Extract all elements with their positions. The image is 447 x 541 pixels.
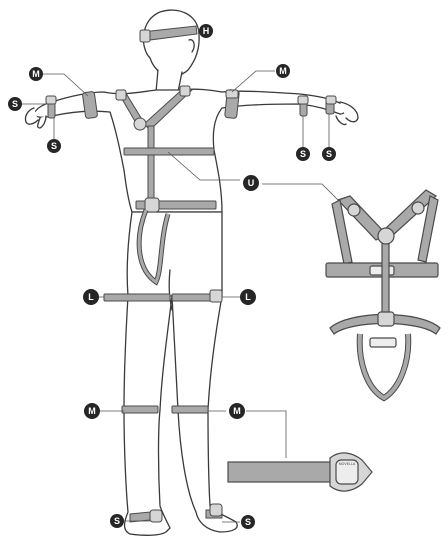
upper-arm-right-sensor: [225, 89, 239, 99]
head-sensor: [139, 29, 151, 43]
badge-wrist-left-a: S: [8, 97, 22, 111]
pelvis-sensor: [144, 197, 160, 213]
harness-detail-waist-loop: [329, 313, 441, 335]
badge-upper-arm-right: M: [276, 64, 290, 78]
badge-shin-right: M: [229, 403, 245, 419]
leader-torso-harness-detail: [262, 183, 339, 201]
right-hand-outline: [335, 101, 359, 126]
wrist-right-sensor: [297, 95, 309, 105]
hand-right-sensor: [325, 95, 337, 105]
back-sensor: [133, 117, 147, 131]
badge-shin-left: M: [84, 403, 100, 419]
svg-text:H: H: [203, 26, 210, 36]
svg-text:U: U: [248, 178, 255, 188]
badge-foot-right: S: [241, 515, 255, 529]
foot-right-sensor: [209, 503, 223, 517]
thigh-right-sensor: [209, 289, 223, 303]
harness-detail-center-sensor: [377, 227, 395, 245]
foot-left-sensor: [149, 509, 163, 523]
svg-text:S: S: [245, 517, 251, 527]
harness-detail-leg-loops-inner: [357, 333, 411, 401]
svg-text:S: S: [300, 149, 306, 159]
badge-foot-left: S: [110, 514, 124, 528]
svg-text:S: S: [326, 149, 332, 159]
wrist-left-sensor: [45, 95, 57, 105]
foot-left-strap: [129, 511, 151, 523]
strap-detail-band: [227, 461, 333, 483]
leader-torso-harness: [167, 151, 240, 181]
head-outline: [142, 9, 200, 77]
spine-strap: [147, 125, 155, 203]
chest-strap: [123, 147, 215, 156]
badge-thigh-left: L: [83, 289, 99, 305]
svg-text:S: S: [114, 516, 120, 526]
badge-torso-harness: U: [243, 175, 259, 191]
svg-text:M: M: [32, 69, 40, 79]
crotch-loop-inner: [137, 209, 170, 285]
shin-right-strap: [171, 405, 209, 414]
harness-detail-lower-buckle: [369, 337, 397, 348]
thigh-left-strap: [103, 293, 171, 302]
svg-text:M: M: [279, 66, 287, 76]
leader-lines: [22, 30, 339, 523]
badge-thigh-right: L: [240, 289, 256, 305]
svg-text:L: L: [245, 292, 251, 302]
badge-wrist-right-a: S: [296, 147, 310, 161]
badges: H M M S S S S U: [8, 24, 336, 529]
shoulder-sensor-left: [115, 89, 127, 101]
ear-outline: [188, 39, 195, 53]
body-straps: [45, 25, 337, 523]
badge-upper-arm-left: M: [29, 67, 43, 81]
svg-text:S: S: [51, 141, 57, 151]
svg-text:L: L: [88, 292, 94, 302]
upper-arm-left-strap: [82, 91, 98, 119]
badge-wrist-left-b: S: [47, 139, 61, 153]
harness-detail-left-sensor: [347, 203, 361, 217]
leader-upper-arm-left: [42, 73, 89, 97]
shin-left-strap: [121, 405, 159, 414]
strap-detail-label: MOVELLA: [339, 462, 356, 466]
left-leg-outline: [123, 295, 173, 536]
right-leg-outline: [171, 295, 238, 533]
harness-detail: [325, 189, 441, 402]
shoulder-sensor-right: [179, 85, 191, 97]
strap-detail: MOVELLA: [227, 452, 373, 492]
harness-detail-right-sensor: [411, 201, 425, 215]
svg-text:S: S: [12, 99, 18, 109]
harness-detail-waist-sensor: [377, 311, 395, 327]
badge-wrist-right-b: S: [322, 147, 336, 161]
harness-detail-spine: [381, 239, 390, 319]
svg-text:M: M: [88, 406, 96, 416]
harness-detail-right-side: [417, 195, 439, 263]
leader-shin-right: [246, 410, 287, 458]
body-figure: [24, 9, 359, 536]
svg-text:M: M: [233, 406, 241, 416]
strap-detail-sensor: [335, 459, 359, 485]
neck-outline: [155, 69, 183, 93]
badge-head: H: [199, 24, 213, 38]
harness-detail-left-side: [331, 199, 353, 265]
left-hand-outline: [24, 107, 47, 129]
leader-upper-arm-right: [231, 70, 275, 93]
